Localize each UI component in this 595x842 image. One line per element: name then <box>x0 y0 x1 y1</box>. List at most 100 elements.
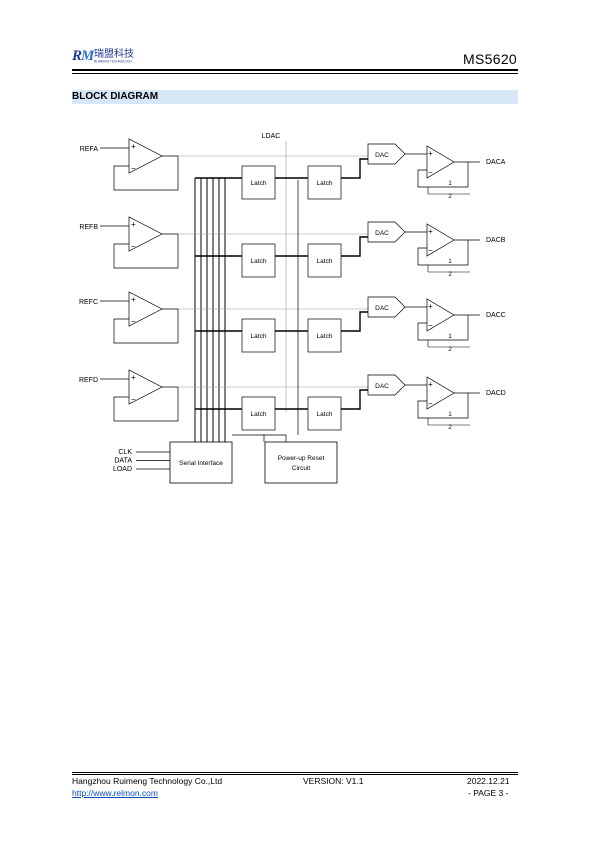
out-plus-sign: + <box>428 227 433 236</box>
dac-block <box>367 374 406 396</box>
output-label-dacc: DACC <box>486 312 506 319</box>
output-amp <box>426 223 455 257</box>
svg-text:R: R <box>72 48 82 64</box>
dac-label: DAC <box>375 383 389 390</box>
dac-label: DAC <box>375 230 389 237</box>
section-bar <box>72 90 518 104</box>
dac-block <box>367 143 406 165</box>
out-minus-sign: − <box>428 399 433 408</box>
logo-subtitle: RUIMENG TECHNOLOGY <box>94 60 133 64</box>
plus-sign: + <box>131 220 136 229</box>
gain-two-label: 2 <box>448 194 452 200</box>
header-rule <box>72 69 518 71</box>
dac-block <box>367 296 406 318</box>
reset-wire <box>263 434 287 442</box>
gain-two-label: 2 <box>448 425 452 431</box>
ref-label-refa: REFA <box>80 146 99 153</box>
input-buffer-amp <box>128 216 163 252</box>
latch-2 <box>307 243 342 278</box>
footer-company: Hangzhou Ruimeng Technology Co.,Ltd <box>72 776 223 786</box>
output-amp <box>426 145 455 179</box>
output-amp <box>426 298 455 332</box>
latch-2-label: Latch <box>317 258 333 265</box>
out-minus-sign: − <box>428 168 433 177</box>
part-number: MS5620 <box>463 51 517 67</box>
gain-feedback <box>417 393 469 419</box>
latch-to-dac-bus <box>341 389 368 410</box>
gain-one-label: 1 <box>448 181 452 187</box>
minus-sign: − <box>131 164 136 173</box>
svg-text:M: M <box>80 48 95 64</box>
serial-interface-label: Serial Interface <box>179 460 223 467</box>
latch-2-label: Latch <box>317 180 333 187</box>
latch-1 <box>241 243 276 278</box>
gain-feedback <box>417 162 469 188</box>
gain-two-label: 2 <box>448 347 452 353</box>
gain-two-label: 2 <box>448 272 452 278</box>
latch-1 <box>241 165 276 200</box>
latch-1-label: Latch <box>251 258 267 265</box>
minus-sign: − <box>131 242 136 251</box>
gain-one-label: 1 <box>448 334 452 340</box>
input-buffer-amp <box>128 138 163 174</box>
out-plus-sign: + <box>428 302 433 311</box>
latch-2-label: Latch <box>317 411 333 418</box>
ref-label-refc: REFC <box>79 299 98 306</box>
latch-1 <box>241 396 276 431</box>
feedback-wire <box>113 308 179 344</box>
ref-label-refb: REFB <box>79 224 98 231</box>
output-label-dacd: DACD <box>486 390 506 397</box>
footer-version: VERSION: V1.1 <box>303 776 364 786</box>
input-label-load: LOAD <box>113 466 132 473</box>
dac-label: DAC <box>375 305 389 312</box>
header-rule-thin <box>72 73 518 74</box>
feedback-wire <box>113 233 179 269</box>
plus-sign: + <box>131 373 136 382</box>
out-minus-sign: − <box>428 246 433 255</box>
latch-to-dac-bus <box>341 158 368 179</box>
gain-feedback <box>417 315 469 341</box>
dac-block <box>367 221 406 243</box>
out-plus-sign: + <box>428 149 433 158</box>
dac-label: DAC <box>375 152 389 159</box>
reset-label-line2: Circuit <box>292 465 311 472</box>
footer-rule-thin <box>72 774 518 775</box>
latch-2-label: Latch <box>317 333 333 340</box>
minus-sign: − <box>131 395 136 404</box>
latch-to-dac-bus <box>341 236 368 257</box>
gain-one-label: 1 <box>448 412 452 418</box>
latch-1-label: Latch <box>251 180 267 187</box>
footer-rule <box>72 772 518 773</box>
latch-2 <box>307 318 342 353</box>
reset-label-line1: Power-up Reset <box>278 455 325 462</box>
company-logo: R M 瑞盟科技 RUIMENG TECHNOLOGY <box>72 47 134 64</box>
plus-sign: + <box>131 295 136 304</box>
output-amp <box>426 376 455 410</box>
latch-1-label: Latch <box>251 411 267 418</box>
latch-1 <box>241 318 276 353</box>
section-title: BLOCK DIAGRAM <box>72 91 159 102</box>
logo-name: 瑞盟科技 <box>94 47 134 60</box>
input-buffer-amp <box>128 291 163 327</box>
output-label-dacb: DACB <box>486 237 506 244</box>
serial-interface-block <box>169 441 233 484</box>
minus-sign: − <box>131 317 136 326</box>
out-plus-sign: + <box>428 380 433 389</box>
latch-to-dac-bus <box>341 311 368 332</box>
input-label-clk: CLK <box>118 449 132 456</box>
input-label-data: DATA <box>114 458 132 465</box>
latch-2 <box>307 396 342 431</box>
ldac-label: LDAC <box>262 133 281 140</box>
latch-2 <box>307 165 342 200</box>
out-minus-sign: − <box>428 321 433 330</box>
footer-url-link[interactable]: http://www.relmon.com <box>72 788 158 798</box>
ref-label-refd: REFD <box>79 377 98 384</box>
feedback-wire <box>113 155 179 191</box>
footer-page-number: - PAGE 3 - <box>468 788 509 798</box>
output-label-daca: DACA <box>486 159 506 166</box>
gain-one-label: 1 <box>448 259 452 265</box>
feedback-wire <box>113 386 179 422</box>
gain-feedback <box>417 240 469 266</box>
footer-date: 2022.12.21 <box>467 776 510 786</box>
